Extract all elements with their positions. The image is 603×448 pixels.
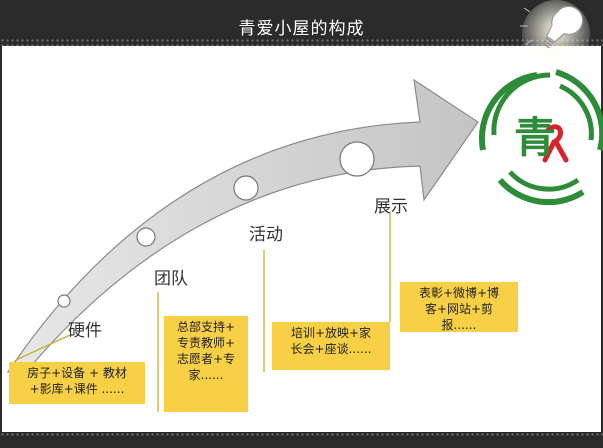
milestone-dot-3 [233, 175, 259, 201]
lightbulb-icon [520, 0, 590, 68]
leader-line-1 [15, 334, 71, 361]
stage-detail-display: 表彰+微博+博 客+网站+剪 报...... [400, 282, 518, 332]
red-ribbon-icon [542, 124, 569, 163]
stage-detail-activity: 培训+放映+家 长会+座谈...... [272, 322, 390, 370]
milestone-dot-1 [57, 294, 71, 308]
stage-label-team: 团队 [154, 269, 188, 289]
milestone-dot-2 [136, 227, 156, 247]
organization-logo [478, 69, 603, 206]
logo-character: 青 [513, 113, 556, 162]
stage-label-hardware: 硬件 [68, 321, 102, 341]
footer-pattern [0, 432, 603, 438]
milestone-dot-4 [339, 141, 375, 177]
page-title: 青爱小屋的构成 [238, 19, 365, 39]
stage-detail-team: 总部支持+ 专责教师+ 志愿者+专 家...... [164, 316, 248, 412]
header-pattern [0, 38, 603, 46]
stage-detail-hardware: 房子+设备 + 教材 +影库+课件 ...... [9, 362, 145, 404]
frame-left [0, 46, 2, 432]
stage-label-activity: 活动 [249, 225, 283, 245]
stage-label-display: 展示 [374, 197, 408, 217]
frame-right [601, 46, 603, 432]
